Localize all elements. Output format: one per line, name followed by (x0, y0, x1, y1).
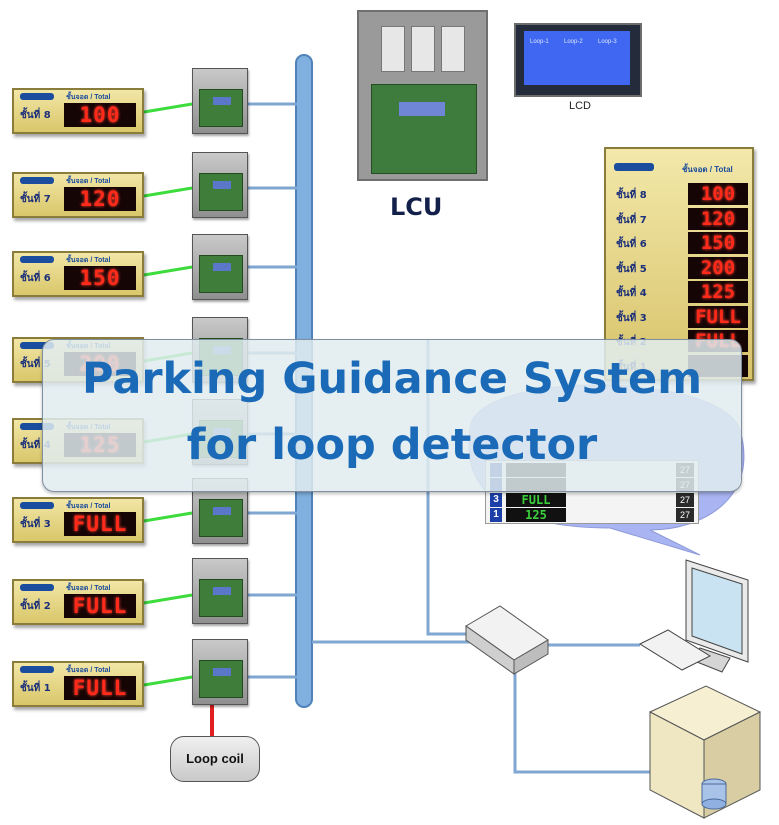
brand-logo (20, 423, 54, 430)
brand-logo (20, 584, 54, 591)
big-sign-row: ชั้นที่ 5 200 (616, 256, 748, 281)
relay-module (381, 26, 405, 72)
floor-label: ชั้นที่ 5 (616, 263, 647, 275)
available-count-display: 120 (64, 187, 136, 211)
table-row: 1 125 27 (490, 508, 694, 522)
big-sign-row: ชั้นที่ 8 100 (616, 183, 748, 207)
floor-label: ชั้นที่ 3 (616, 312, 647, 324)
floor-label: ชั้นที่ 3 (20, 519, 51, 530)
available-count-display: 125 (688, 281, 748, 303)
lcu-label: LCU (390, 193, 443, 221)
brand-logo (20, 177, 54, 184)
database-server (648, 685, 762, 819)
available-count-display: FULL (64, 512, 136, 536)
sign-header: ชั้นจอด / Total (66, 94, 111, 101)
lcu-cabinet (357, 10, 488, 181)
available-count-display: 200 (688, 256, 748, 279)
brand-logo (614, 163, 654, 171)
floor-label: ชั้นที่ 8 (20, 110, 51, 121)
available-count-display: 150 (64, 266, 136, 290)
lcd-screen: Loop-1 Loop-2 Loop-3 (524, 31, 630, 85)
title-banner: Parking Guidance System for loop detecto… (42, 339, 742, 492)
floor-label: ชั้นที่ 7 (616, 214, 647, 226)
available-count-display: FULL (64, 594, 136, 618)
lcu-circuit-board (371, 84, 477, 174)
relay-module (441, 26, 465, 72)
sign-to-board-link (143, 675, 193, 687)
title-line-2: for loop detector (186, 420, 598, 470)
floor-label: ชั้นที่ 6 (616, 239, 647, 250)
floor-sign: ชั้นจอด / Total ชั้นที่ 3 FULL (12, 497, 144, 543)
lcd-label: LCD (569, 100, 592, 112)
loop-controller-board (192, 558, 248, 624)
available-count-display: FULL (64, 676, 136, 700)
workstation-pc (638, 559, 749, 673)
lcd-cell: Loop-2 (564, 39, 583, 45)
router-to-server-link (513, 668, 650, 774)
floor-label: ชั้นที่ 6 (20, 273, 51, 284)
available-count-display: 100 (688, 183, 748, 205)
floor-label: ชั้นที่ 4 (616, 288, 647, 299)
brand-logo (20, 502, 54, 509)
available-count-display: 100 (64, 103, 136, 127)
relay-module (411, 26, 435, 72)
sign-header: ชั้นจอด / Total (66, 503, 111, 510)
sign-to-board-link (143, 511, 193, 523)
lcd-cell: Loop-3 (598, 39, 617, 45)
floor-sign: ชั้นจอด / Total ชั้นที่ 1 FULL (12, 661, 144, 707)
sign-header: ชั้นจอด / Total (66, 178, 111, 185)
sign-to-board-link (143, 265, 193, 277)
lcd-cell: Loop-1 (530, 39, 549, 45)
floor-number: 3 (490, 493, 502, 507)
floor-label: ชั้นที่ 7 (20, 194, 51, 205)
floor-capacity: 27 (676, 493, 694, 507)
table-row: 3 FULL 27 (490, 493, 694, 507)
big-sign-row: ชั้นที่ 4 125 (616, 281, 748, 305)
floor-sign: ชั้นจอด / Total ชั้นที่ 8 100 (12, 88, 144, 134)
sign-to-board-link (143, 102, 193, 114)
floor-label: ชั้นที่ 5 (20, 359, 51, 370)
floor-sign: ชั้นจอด / Total ชั้นที่ 2 FULL (12, 579, 144, 625)
loop-controller-board (192, 639, 248, 705)
loop-controller-board (192, 152, 248, 218)
floor-label: ชั้นที่ 4 (20, 440, 51, 451)
lcd-module: Loop-1 Loop-2 Loop-3 (514, 23, 642, 97)
floor-label: ชั้นที่ 8 (616, 190, 647, 201)
sign-header: ชั้นจอด / Total (66, 585, 111, 592)
network-router (465, 605, 549, 675)
floor-status: FULL (506, 493, 566, 507)
brand-logo (20, 666, 54, 673)
floor-label: ชั้นที่ 1 (20, 683, 51, 694)
loop-coil: Loop coil (170, 736, 260, 782)
brand-logo (20, 342, 54, 349)
loop-controller-board (192, 68, 248, 134)
title-line-1: Parking Guidance System (81, 354, 703, 404)
big-sign-row: ชั้นที่ 6 150 (616, 232, 748, 256)
floor-label: ชั้นที่ 2 (20, 601, 51, 612)
big-sign-row: ชั้นที่ 3 FULL (616, 305, 748, 330)
floor-capacity: 27 (676, 508, 694, 522)
sign-header: ชั้นจอด / Total (66, 667, 111, 674)
lcu-display (399, 102, 445, 116)
available-count-display: 120 (688, 207, 748, 230)
floor-sign: ชั้นจอด / Total ชั้นที่ 7 120 (12, 172, 144, 218)
loop-controller-board (192, 234, 248, 300)
floor-sign: ชั้นจอด / Total ชั้นที่ 6 150 (12, 251, 144, 297)
floor-status: 125 (506, 508, 566, 522)
big-sign-row: ชั้นที่ 7 120 (616, 207, 748, 232)
available-count-display: 150 (688, 232, 748, 254)
floor-number: 1 (490, 508, 502, 522)
sign-header: ชั้นจอด / Total (66, 257, 111, 264)
available-count-display: FULL (688, 305, 748, 328)
sign-to-board-link (143, 186, 193, 198)
brand-logo (20, 93, 54, 100)
big-sign-header: ชั้นจอด / Total (682, 165, 733, 174)
brand-logo (20, 256, 54, 263)
sign-to-board-link (143, 593, 193, 605)
